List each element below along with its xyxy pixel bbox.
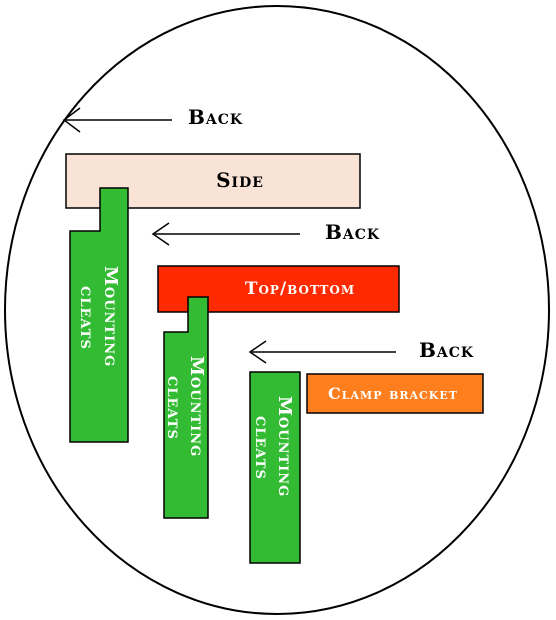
clamp-bracket-label: Clamp bracket bbox=[328, 384, 458, 403]
cleat-2-line2: cleats bbox=[163, 376, 184, 440]
cleat-1-line1: Mounting bbox=[100, 266, 121, 367]
mounting-cleat-3 bbox=[249, 371, 301, 564]
arrow-head-icon bbox=[62, 107, 81, 133]
arrow-label: Back bbox=[419, 338, 474, 362]
top-bottom-board-label: Top/bottom bbox=[245, 279, 355, 299]
arrow-label: Back bbox=[325, 220, 380, 244]
cleat-1-line2: cleats bbox=[76, 286, 97, 350]
mounting-cleat-2 bbox=[163, 296, 209, 519]
cleat-3-line1: Mounting bbox=[274, 396, 295, 497]
mounting-cleat-1 bbox=[69, 187, 129, 443]
arrow-label: Back bbox=[188, 105, 243, 129]
back-arrow-3: Back bbox=[248, 338, 474, 364]
arrow-head-icon bbox=[248, 340, 267, 364]
back-arrow-1: Back bbox=[62, 105, 243, 133]
cleat-3-line2: cleats bbox=[251, 416, 272, 480]
cleat-2-line1: Mounting bbox=[186, 356, 207, 457]
outline-oval bbox=[4, 5, 550, 615]
arrow-head-icon bbox=[151, 222, 170, 246]
back-arrow-2: Back bbox=[151, 220, 380, 246]
side-board-label: Side bbox=[216, 168, 264, 192]
clamp-bracket bbox=[306, 373, 484, 414]
